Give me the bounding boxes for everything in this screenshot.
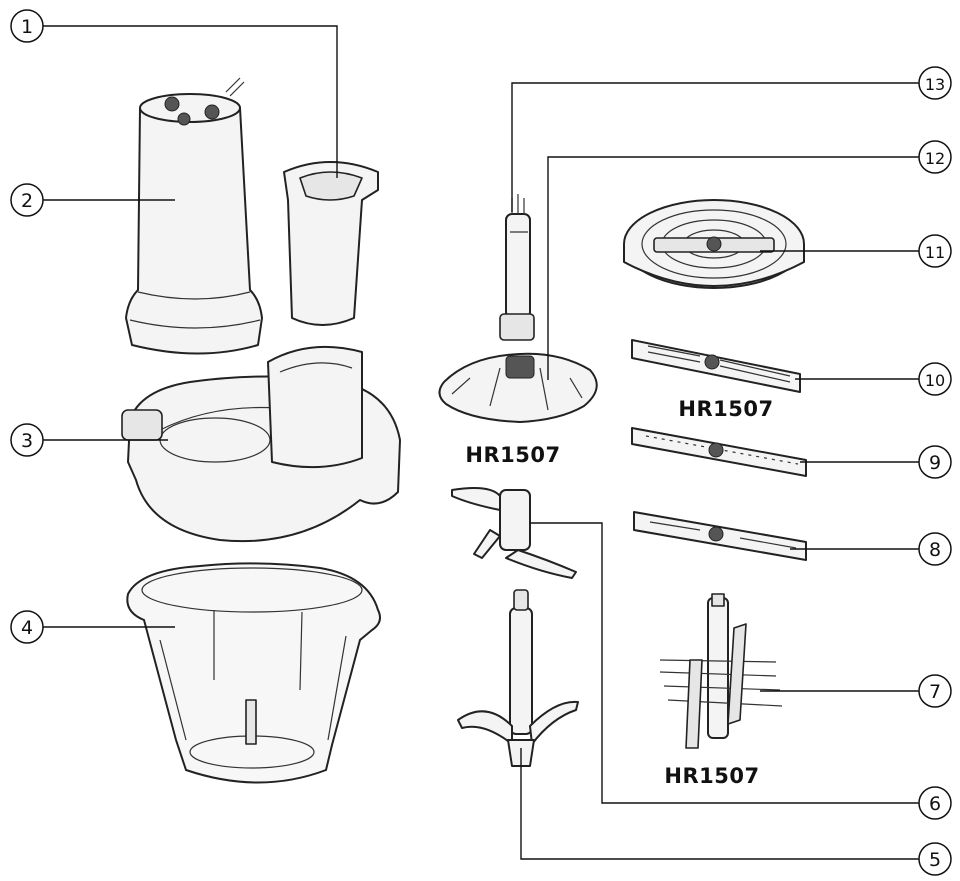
callout-2: 2 [10, 183, 44, 217]
whisk-attachment [659, 593, 783, 749]
svg-text:4: 4 [21, 617, 33, 639]
drive-shaft [499, 194, 535, 341]
svg-text:2: 2 [21, 190, 33, 212]
model-label-whisk: HR1507 [664, 764, 759, 788]
callout-8: 8 [918, 532, 952, 566]
callout-13: 13 [918, 66, 952, 100]
slicing-disc [633, 511, 807, 561]
callout-9: 9 [918, 445, 952, 479]
bowl [126, 562, 381, 784]
callout-11: 11 [918, 234, 952, 268]
svg-text:6: 6 [929, 793, 941, 815]
callout-6: 6 [918, 786, 952, 820]
callout-5: 5 [918, 842, 952, 876]
callout-4: 4 [10, 610, 44, 644]
callout-10: 10 [918, 362, 952, 396]
callout-12: 12 [918, 140, 952, 174]
chopping-blade-small [451, 487, 577, 579]
motor-unit [125, 77, 263, 355]
svg-text:5: 5 [929, 849, 941, 871]
svg-text:9: 9 [929, 452, 941, 474]
svg-text:11: 11 [925, 243, 945, 262]
feed-tube-pusher [283, 161, 379, 326]
chopping-blade-large [457, 589, 579, 767]
lid [121, 345, 401, 543]
callout-7: 7 [918, 674, 952, 708]
svg-text:7: 7 [929, 681, 941, 703]
svg-text:1: 1 [21, 16, 33, 38]
callout-1: 1 [10, 9, 44, 43]
leader-lines [43, 25, 920, 860]
model-label-grating-disc: HR1507 [678, 397, 773, 421]
svg-text:3: 3 [21, 430, 33, 452]
disc-holder [623, 199, 805, 289]
model-label-drive-plate: HR1507 [465, 443, 560, 467]
coarse-grating-disc [631, 339, 801, 393]
fine-grating-disc [631, 427, 807, 477]
svg-text:13: 13 [925, 75, 945, 94]
svg-text:8: 8 [929, 539, 941, 561]
svg-text:10: 10 [925, 371, 945, 390]
drive-plate [438, 352, 598, 423]
svg-text:12: 12 [925, 149, 945, 168]
callout-3: 3 [10, 423, 44, 457]
